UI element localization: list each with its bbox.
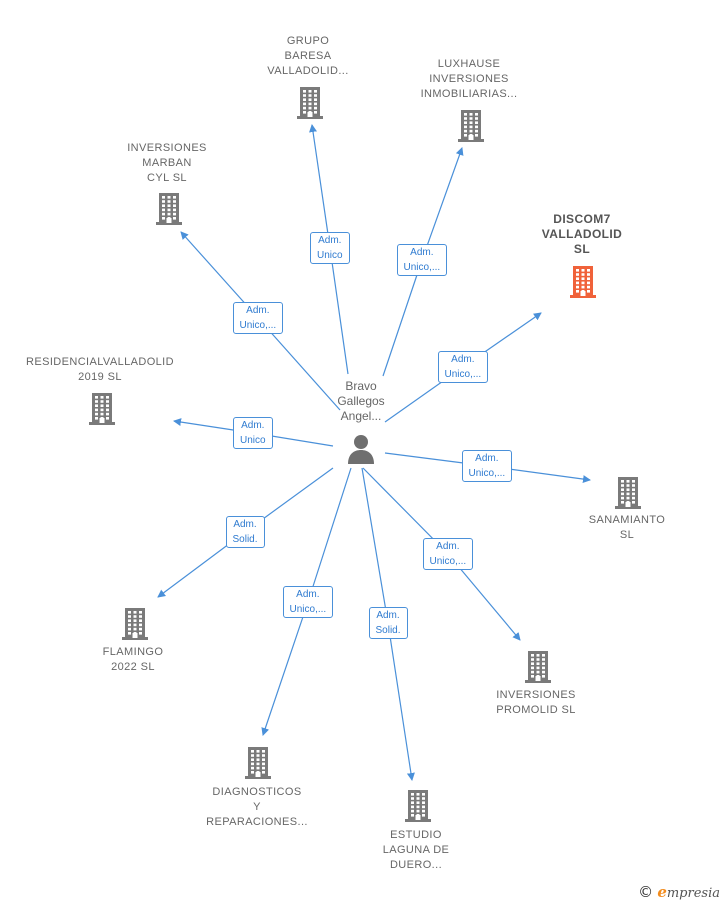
copyright-icon: © <box>638 883 654 901</box>
building-icon[interactable] <box>612 475 644 509</box>
person-name[interactable]: Bravo Gallegos Angel... <box>337 379 385 423</box>
building-icon[interactable] <box>294 85 326 119</box>
company-label-sanamianto[interactable]: SANAMIANTO SL <box>588 514 666 541</box>
company-label-estudio-laguna[interactable]: ESTUDIO LAGUNA DE DUERO... <box>382 828 450 871</box>
relation-label-estudio-laguna[interactable]: Adm. Solid. <box>368 607 408 639</box>
relation-label-sanamianto[interactable]: Adm. Unico,... <box>461 450 513 482</box>
relation-label-flamingo[interactable]: Adm. Solid. <box>225 516 265 548</box>
relation-label-inversiones-promolid[interactable]: Adm. Unico,... <box>422 538 474 570</box>
copyright-footer: © empresia <box>638 883 720 901</box>
brand-name[interactable]: mpresia <box>666 886 720 901</box>
company-label-inversiones-promolid[interactable]: INVERSIONES PROMOLID SL <box>496 689 576 716</box>
company-label-luxhause[interactable]: LUXHAUSE INVERSIONES INMOBILIARIAS... <box>420 57 518 100</box>
relation-label-inversiones-marban[interactable]: Adm. Unico,... <box>232 302 284 334</box>
company-label-inversiones-marban[interactable]: INVERSIONES MARBAN CYL SL <box>127 141 207 184</box>
brand-initial: e <box>657 883 667 901</box>
company-label-flamingo[interactable]: FLAMINGO 2022 SL <box>102 646 164 673</box>
company-label-discom7[interactable]: DISCOM7 VALLADOLID SL <box>541 211 623 256</box>
relation-label-residencial[interactable]: Adm. Unico <box>233 417 273 449</box>
company-label-grupo-baresa[interactable]: GRUPO BARESA VALLADOLID... <box>267 34 349 77</box>
relation-label-luxhause[interactable]: Adm. Unico,... <box>396 244 448 276</box>
building-icon[interactable] <box>242 745 274 779</box>
company-label-residencial[interactable]: RESIDENCIALVALLADOLID 2019 SL <box>26 356 174 383</box>
relation-label-grupo-baresa[interactable]: Adm. Unico <box>310 232 350 264</box>
building-icon[interactable] <box>119 606 151 640</box>
relation-label-discom7[interactable]: Adm. Unico,... <box>437 351 489 383</box>
person-icon[interactable] <box>345 432 377 466</box>
building-icon[interactable] <box>86 391 118 425</box>
relation-label-diagnosticos[interactable]: Adm. Unico,... <box>282 586 334 618</box>
building-icon[interactable] <box>153 191 185 225</box>
building-icon[interactable] <box>455 108 487 142</box>
building-icon[interactable] <box>402 788 434 822</box>
building-icon[interactable] <box>567 264 599 298</box>
building-icon[interactable] <box>522 649 554 683</box>
company-label-diagnosticos[interactable]: DIAGNOSTICOS Y REPARACIONES... <box>206 785 308 828</box>
